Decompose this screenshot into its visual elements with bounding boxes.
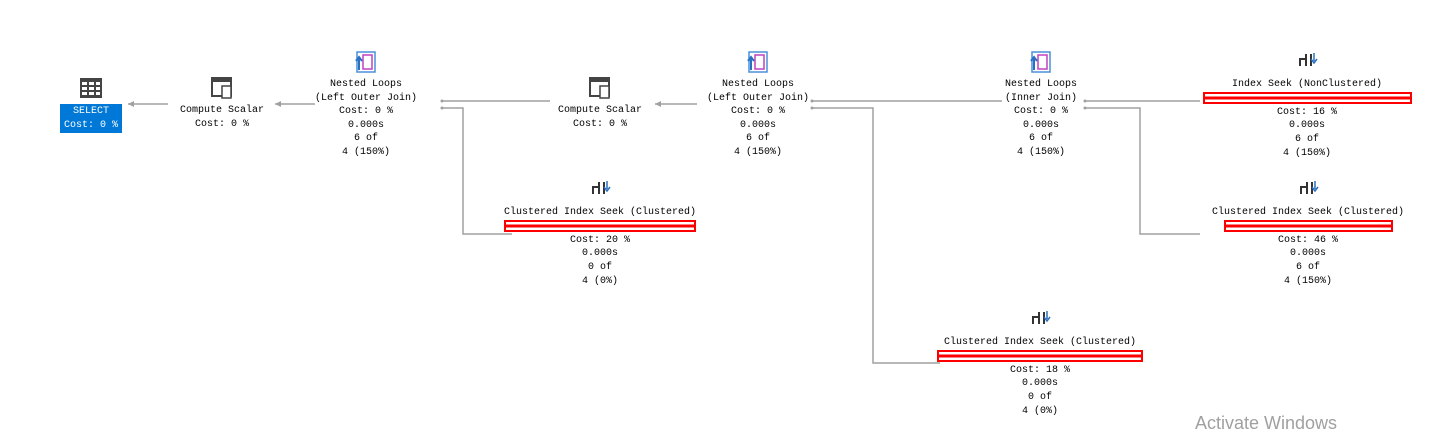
- clustered-index-seek-node[interactable]: Clustered Index Seek (Clustered) Cost: 1…: [920, 308, 1160, 418]
- redacted-object-name: [504, 219, 696, 232]
- node-rows: 6 of: [1295, 262, 1320, 274]
- node-time: 0.000s: [1288, 120, 1325, 132]
- node-rows: 6 of: [1294, 134, 1319, 146]
- node-estimate: 4 (150%): [1282, 147, 1331, 159]
- node-rows: 0 of: [1027, 392, 1052, 404]
- redacted-object-name: [1202, 91, 1412, 104]
- clustered-index-seek-icon: [592, 181, 611, 194]
- node-rows: 6 of: [353, 133, 378, 145]
- node-time: 0.000s: [1022, 119, 1059, 131]
- node-time: 0.000s: [581, 248, 618, 260]
- node-title: Compute Scalar: [557, 105, 642, 116]
- node-estimate: 4 (150%): [341, 146, 390, 158]
- index-seek-icon: [1299, 53, 1318, 66]
- clustered-index-seek-icon: [1300, 181, 1319, 194]
- node-estimate: 4 (150%): [733, 146, 782, 158]
- activate-windows-watermark: Activate Windows: [1195, 413, 1338, 433]
- compute-scalar-icon: [589, 77, 610, 99]
- node-time: 0.000s: [739, 119, 776, 131]
- nested-loops-node[interactable]: Nested Loops (Inner Join) Cost: 0 % 0.00…: [921, 50, 1161, 160]
- node-title: Nested Loops: [329, 79, 402, 90]
- clustered-index-seek-node[interactable]: Clustered Index Seek (Clustered) Cost: 2…: [480, 178, 720, 288]
- node-estimate: 4 (150%): [1016, 146, 1065, 158]
- nested-loops-icon: [355, 51, 376, 73]
- node-cost: Cost: 0 %: [63, 119, 118, 131]
- node-title: Nested Loops: [1004, 79, 1077, 90]
- node-cost: Cost: 0 %: [1013, 106, 1068, 118]
- node-title: Clustered Index Seek (Clustered): [1211, 207, 1405, 218]
- node-cost: Cost: 0 %: [730, 106, 785, 118]
- node-cost: Cost: 18 %: [1009, 364, 1070, 376]
- table-icon: [80, 78, 102, 98]
- node-estimate: 4 (0%): [581, 275, 618, 287]
- node-title: SELECT: [72, 106, 109, 117]
- node-cost: Cost: 46 %: [1277, 234, 1338, 246]
- node-subtitle: (Left Outer Join): [706, 92, 810, 104]
- node-estimate: 4 (150%): [1283, 275, 1332, 287]
- node-title: Clustered Index Seek (Clustered): [503, 207, 697, 218]
- node-title: Clustered Index Seek (Clustered): [943, 337, 1137, 348]
- node-rows: 6 of: [1028, 133, 1053, 145]
- node-cost: Cost: 16 %: [1276, 106, 1337, 118]
- node-cost: Cost: 20 %: [569, 234, 630, 246]
- node-subtitle: (Inner Join): [1004, 92, 1077, 104]
- node-title: Index Seek (NonClustered): [1231, 79, 1383, 90]
- node-estimate: 4 (0%): [1021, 405, 1058, 417]
- index-seek-node[interactable]: Index Seek (NonClustered) Cost: 16 % 0.0…: [1187, 50, 1427, 160]
- clustered-index-seek-node[interactable]: Clustered Index Seek (Clustered) Cost: 4…: [1188, 178, 1428, 288]
- redacted-object-name: [1223, 219, 1393, 232]
- nested-loops-icon: [747, 51, 768, 73]
- node-title: Nested Loops: [721, 79, 794, 90]
- nested-loops-node[interactable]: Nested Loops (Left Outer Join) Cost: 0 %…: [638, 50, 878, 160]
- node-rows: 0 of: [587, 262, 612, 274]
- nested-loops-node[interactable]: Nested Loops (Left Outer Join) Cost: 0 %…: [246, 50, 486, 160]
- compute-scalar-node[interactable]: Compute Scalar Cost: 0 %: [480, 76, 720, 131]
- nested-loops-icon: [1030, 51, 1051, 73]
- compute-scalar-node[interactable]: Compute Scalar Cost: 0 %: [102, 76, 342, 131]
- node-time: 0.000s: [1289, 248, 1326, 260]
- node-cost: Cost: 0 %: [194, 118, 249, 130]
- node-title: Compute Scalar: [179, 105, 264, 116]
- node-subtitle: (Left Outer Join): [314, 92, 418, 104]
- redacted-object-name: [937, 349, 1143, 362]
- clustered-index-seek-icon: [1032, 311, 1051, 324]
- node-cost: Cost: 0 %: [338, 106, 393, 118]
- node-time: 0.000s: [347, 119, 384, 131]
- node-time: 0.000s: [1021, 378, 1058, 390]
- node-cost: Cost: 0 %: [572, 118, 627, 130]
- select-node[interactable]: SELECT Cost: 0 %: [0, 76, 211, 134]
- compute-scalar-icon: [211, 77, 232, 99]
- node-rows: 6 of: [745, 133, 770, 145]
